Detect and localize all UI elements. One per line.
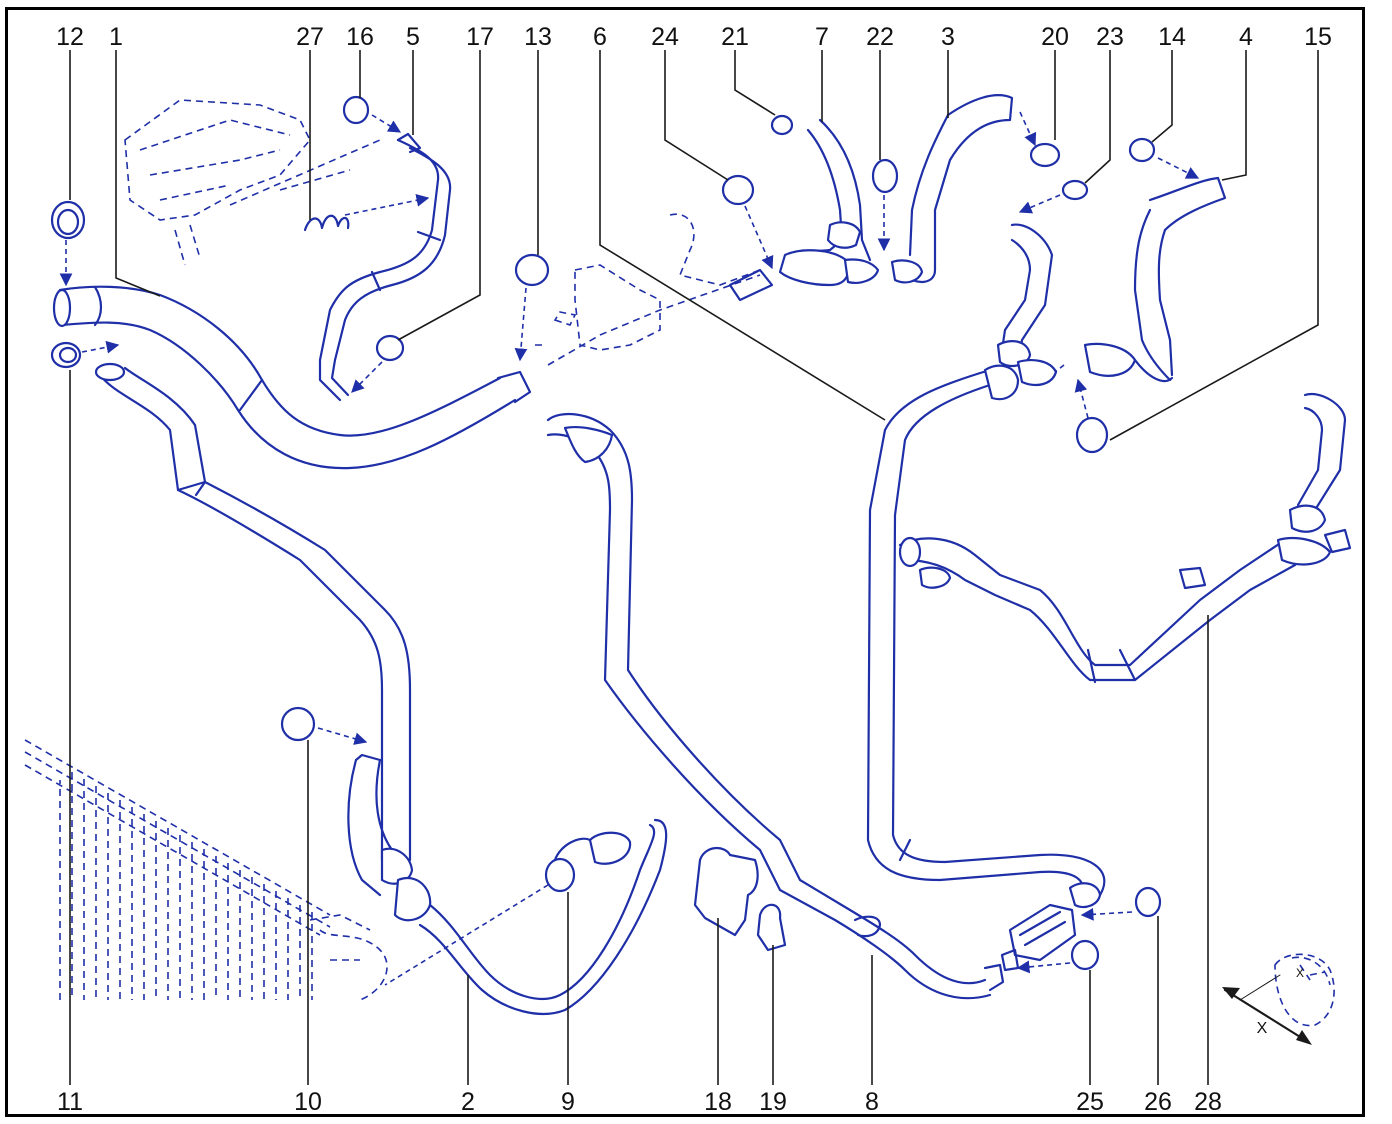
callout-27: 27 [296,23,324,51]
callout-1: 1 [109,23,123,51]
callout-9: 9 [561,1088,575,1116]
callout-13: 13 [524,23,552,51]
clamp-17-icon [375,334,405,362]
callout-19: 19 [759,1088,787,1116]
dimension-detail: X X [1222,953,1335,1045]
clamp-14-icon [1128,137,1156,163]
hose-junction-right [996,223,1058,387]
thermostat-housing-drawing [535,213,774,366]
radiator-drawing [24,739,388,1001]
clamp-16-icon [342,95,370,125]
callout-16: 16 [346,23,374,51]
clamp-13-icon [514,253,550,287]
hose-2-lower [347,753,668,1015]
clamp-15-icon [1075,416,1109,454]
callout-14: 14 [1158,23,1186,51]
clamp-23-icon [1061,179,1089,201]
bracket-18-icon [693,847,759,937]
clamp-25-icon [1070,939,1100,971]
callout-20: 20 [1041,23,1069,51]
callout-25: 25 [1076,1088,1104,1116]
bracket-19-icon [756,903,787,952]
callout-21: 21 [721,23,749,51]
callout-4: 4 [1239,23,1253,51]
callout-8: 8 [865,1088,879,1116]
hose-5 [318,132,452,402]
clamps [50,95,1162,971]
assembly-arrows [59,111,1200,986]
callouts-bottom: 11 10 2 9 18 19 8 25 26 28 [57,1088,1222,1116]
callout-15: 15 [1304,23,1332,51]
hose-28 [898,392,1352,684]
hose-2-upper [94,362,412,862]
hose-4 [1083,176,1227,383]
callout-18: 18 [704,1088,732,1116]
clamp-24-icon [721,174,755,206]
callout-26: 26 [1144,1088,1172,1116]
callout-5: 5 [406,23,420,51]
dimension-x-label-small: X [1296,966,1304,980]
heater-valve [1000,903,1077,972]
leader-lines [69,50,1319,1085]
clamp-26-icon [1134,886,1162,918]
callout-23: 23 [1096,23,1124,51]
callout-6: 6 [593,23,607,51]
callout-3: 3 [941,23,955,51]
callout-28: 28 [1194,1088,1222,1116]
dimension-x-label: X [1257,1020,1268,1037]
callout-17: 17 [466,23,494,51]
hose-6 [866,364,1106,909]
clamp-9-icon [544,857,576,893]
clamp-20-icon [1029,142,1061,168]
callout-11: 11 [57,1088,83,1116]
clip-27-icon [303,214,350,232]
engine-block-drawing [124,99,381,266]
clamp-21-icon [770,114,794,136]
clamp-22-icon [871,158,899,194]
hose-8 [546,413,1005,1000]
diagram-frame [5,7,1365,1117]
callout-2: 2 [461,1088,475,1116]
callout-22: 22 [866,23,894,51]
callout-7: 7 [815,23,829,51]
hose-7 [778,118,880,287]
callout-24: 24 [651,23,679,51]
clamp-10-icon [280,706,316,742]
hose-1 [52,285,532,470]
callouts-top: 12 1 27 16 5 17 13 6 24 21 7 22 3 20 23 … [56,23,1332,51]
hose-3 [890,94,1014,284]
callout-10: 10 [294,1088,322,1116]
callout-12: 12 [56,23,84,51]
